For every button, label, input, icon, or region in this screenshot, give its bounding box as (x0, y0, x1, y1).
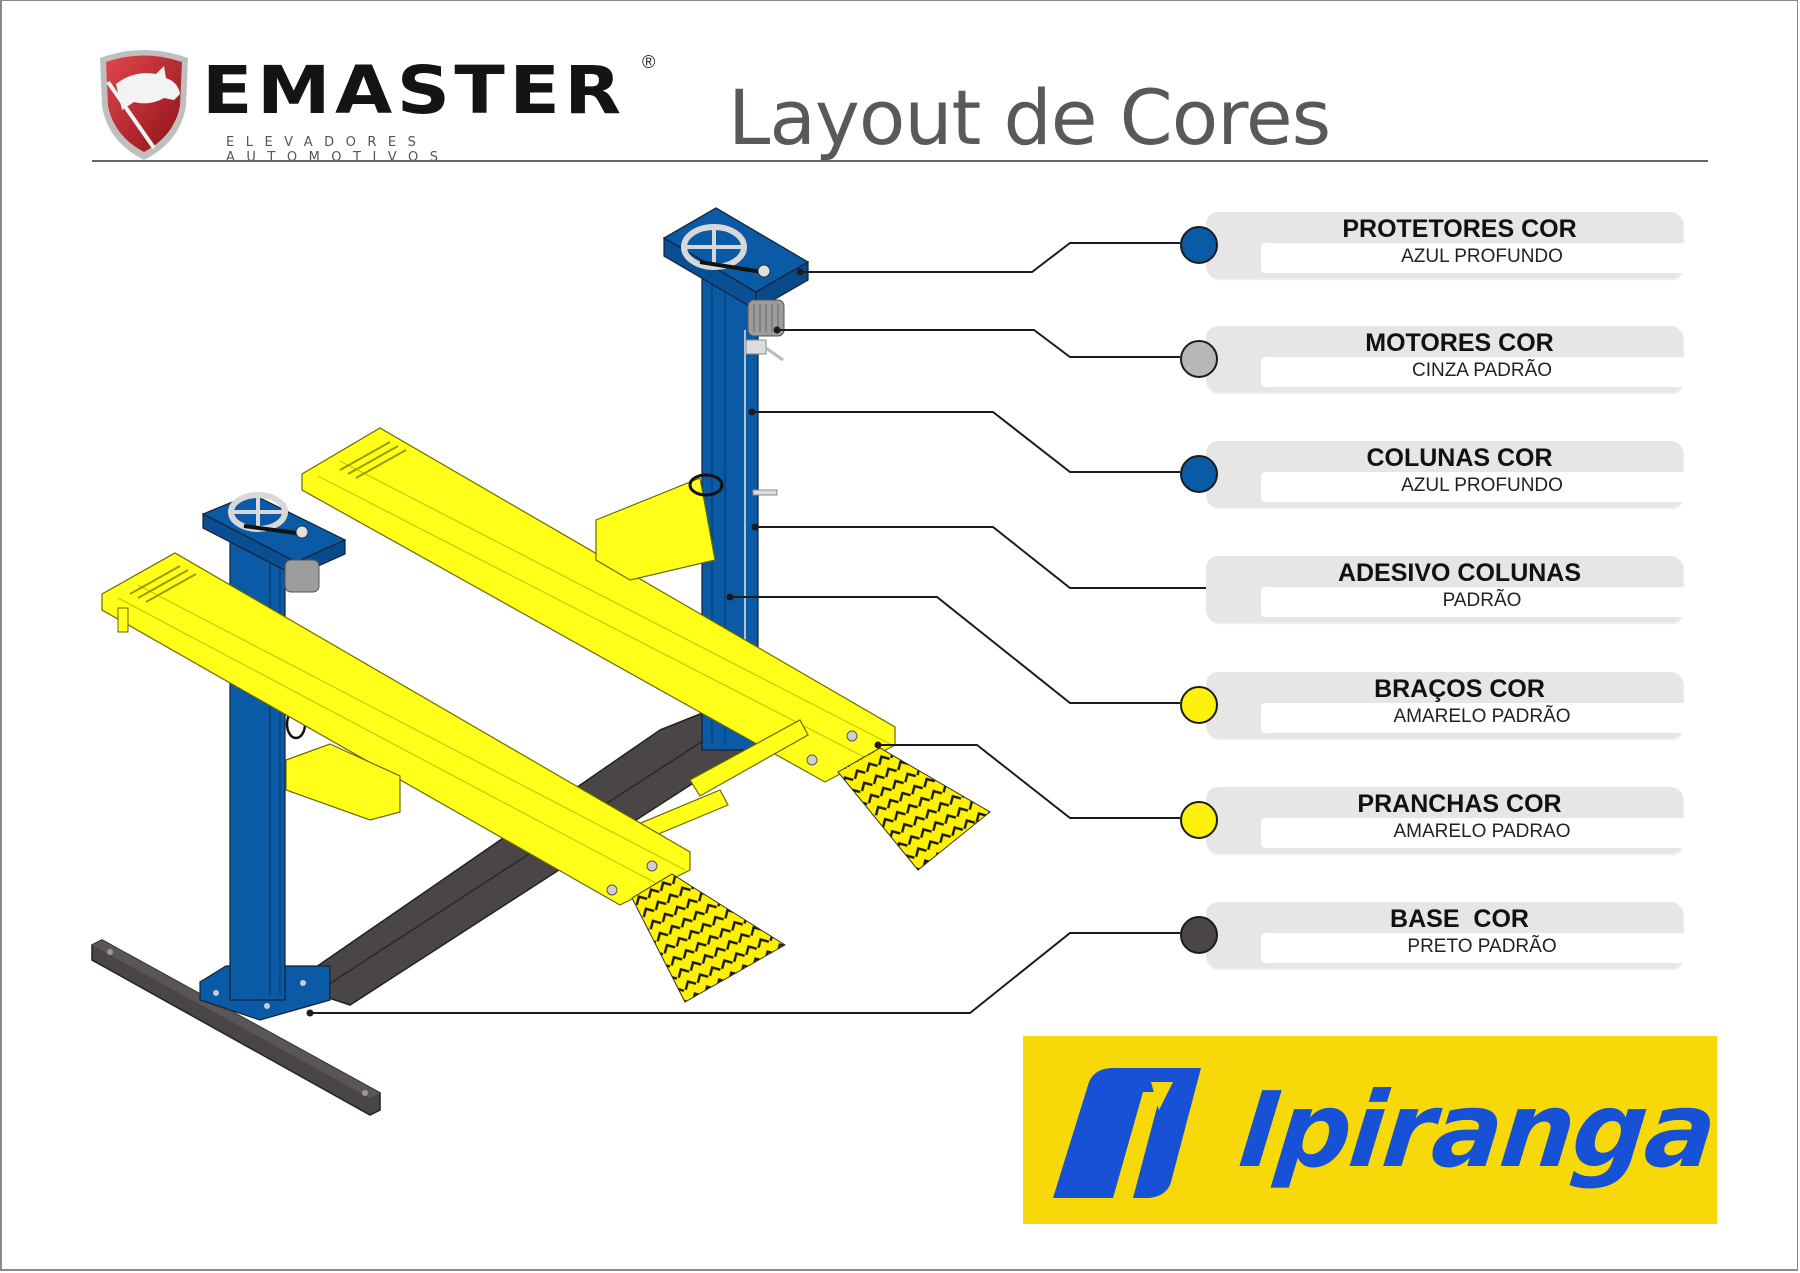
legend-item-base: BASE COR PRETO PADRÃO (1180, 902, 1703, 972)
leader-line-colunas (752, 411, 1180, 473)
color-swatch-icon (1180, 801, 1218, 839)
leader-line-adesivo (755, 526, 1206, 589)
legend-value: PRETO PADRÃO (1407, 936, 1557, 957)
legend-title: COLUNAS COR (1366, 444, 1553, 472)
runway-left (101, 552, 786, 1003)
legend-title: ADESIVO COLUNAS (1337, 559, 1582, 587)
legend-card: PRANCHAS COR AMARELO PADRAO (1206, 787, 1703, 853)
leader-line-motores (777, 329, 1180, 358)
emaster-logo: EMASTER ® ELEVADORES AUTOMOTIVOS (94, 44, 660, 165)
ipiranga-mark-icon (1053, 1068, 1201, 1198)
legend-card: ADESIVO COLUNAS PADRÃO (1206, 556, 1703, 622)
legend-title: BRAÇOS COR (1374, 675, 1545, 703)
legend-item-pranchas: PRANCHAS COR AMARELO PADRAO (1180, 787, 1703, 857)
header-divider (92, 160, 1708, 162)
legend-item-colunas: COLUNAS COR AZUL PROFUNDO (1180, 441, 1703, 511)
legend-card: COLUNAS COR AZUL PROFUNDO (1206, 441, 1703, 507)
legend-card: PROTETORES COR AZUL PROFUNDO (1206, 212, 1703, 278)
leader-lines (310, 242, 1206, 1014)
color-swatch-icon (1180, 916, 1218, 954)
brand-wordmark: EMASTER (202, 52, 626, 129)
color-swatch-icon (1180, 686, 1218, 724)
leader-line-protetores (800, 242, 1180, 273)
leader-line-pranchas (878, 744, 1180, 819)
legend-value: CINZA PADRÃO (1411, 360, 1553, 381)
ipiranga-logo: Ipiranga (1023, 1036, 1721, 1224)
legend-item-bracos: BRAÇOS COR AMARELO PADRÃO (1180, 672, 1703, 742)
color-swatch-icon (1180, 455, 1218, 493)
legend-item-motores: MOTORES COR CINZA PADRÃO (1180, 326, 1703, 396)
legend-item-adesivo-colunas: ADESIVO COLUNAS PADRÃO (1180, 556, 1703, 626)
ipiranga-wordmark: Ipiranga (1234, 1069, 1721, 1191)
color-swatch-icon (1180, 226, 1218, 264)
legend-card: BRAÇOS COR AMARELO PADRÃO (1206, 672, 1703, 738)
legend-title: MOTORES COR (1365, 329, 1554, 357)
leader-line-bracos (730, 596, 1180, 704)
page-title: Layout de Cores (728, 73, 1331, 162)
leader-line-base (310, 932, 1180, 1014)
legend-title: BASE COR (1390, 905, 1529, 933)
legend-value: AMARELO PADRÃO (1393, 706, 1571, 727)
legend-title: PROTETORES COR (1342, 215, 1577, 243)
legend-value: AZUL PROFUNDO (1401, 475, 1563, 496)
legend-card: BASE COR PRETO PADRÃO (1206, 902, 1703, 968)
color-swatch-icon (1180, 340, 1218, 378)
runway-right (301, 427, 991, 871)
registered-mark: ® (642, 52, 656, 72)
legend-item-protetores: PROTETORES COR AZUL PROFUNDO (1180, 212, 1703, 282)
legend-card: MOTORES COR CINZA PADRÃO (1206, 326, 1703, 392)
legend-value: AMARELO PADRAO (1393, 821, 1571, 842)
legend-value: AZUL PROFUNDO (1401, 246, 1563, 267)
legend-title: PRANCHAS COR (1357, 790, 1562, 818)
legend-value: PADRÃO (1442, 590, 1522, 611)
rhino-shield-icon (100, 50, 188, 160)
runway-crossbar (689, 719, 809, 797)
